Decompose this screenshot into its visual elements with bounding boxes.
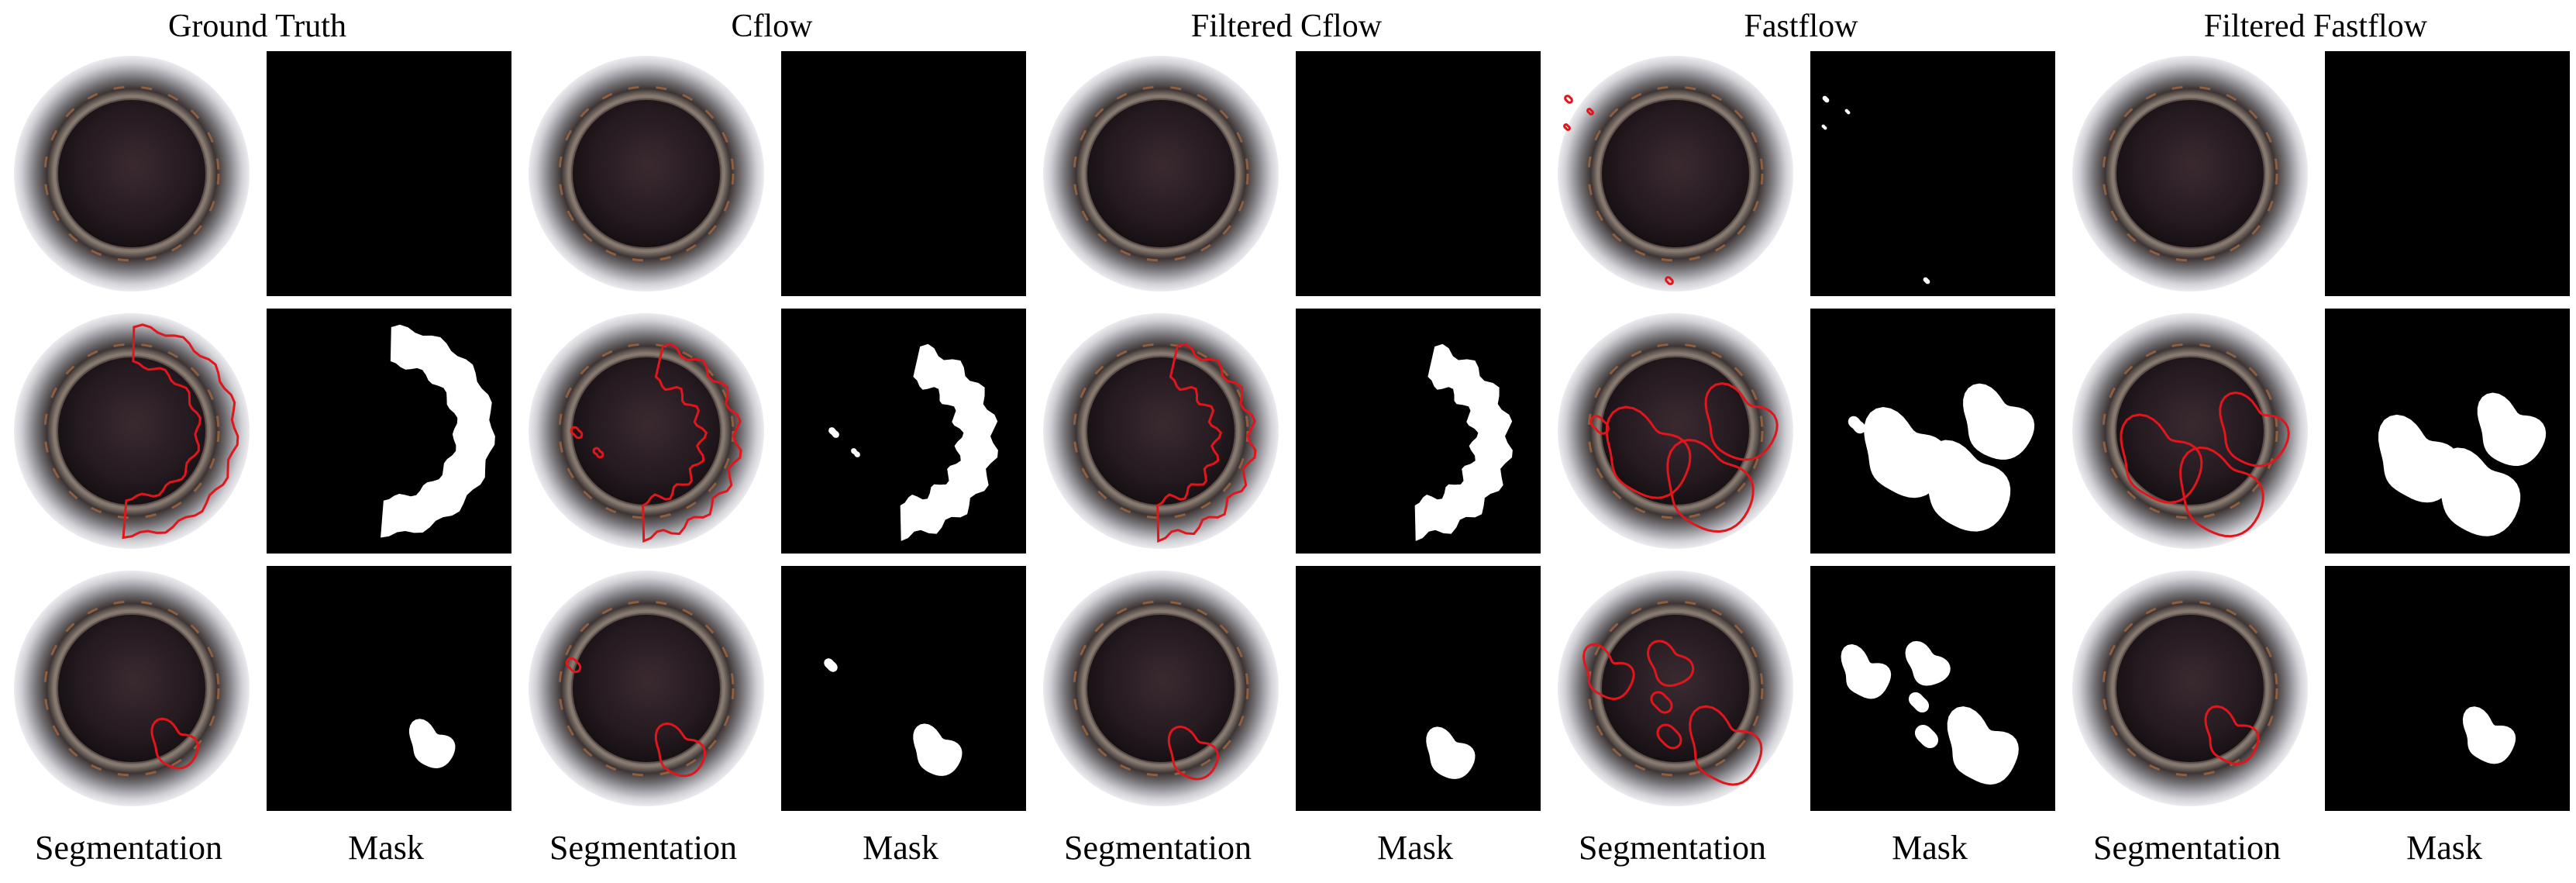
defect-contour xyxy=(1704,382,1779,461)
label-mask-1: Mask xyxy=(348,829,424,867)
mask-region xyxy=(1414,343,1513,541)
title-cflow: Cflow xyxy=(731,9,813,44)
defect-contour xyxy=(1563,123,1571,131)
defect-contour xyxy=(1586,108,1594,116)
segmentation-image-filtered-fastflow-row-2 xyxy=(2068,309,2313,554)
mask-image-filtered-cflow-row-2 xyxy=(1296,309,1541,554)
mask-region xyxy=(1924,440,2011,532)
defect-contour xyxy=(1564,95,1573,104)
defect-contour xyxy=(592,447,604,459)
defect-contour xyxy=(1582,643,1635,701)
segmentation-image-ground-truth-row-3 xyxy=(9,566,254,811)
mask-region xyxy=(828,427,839,438)
segmentation-image-filtered-fastflow-row-3 xyxy=(2068,566,2313,811)
mask-image-filtered-fastflow-row-2 xyxy=(2325,309,2570,554)
mask-image-cflow-row-3 xyxy=(781,566,1026,811)
mask-region xyxy=(1848,416,1866,434)
mask-image-cflow-row-1 xyxy=(781,51,1026,296)
defect-contour xyxy=(2120,413,2203,504)
mask-region xyxy=(913,723,963,776)
defect-contour xyxy=(1605,405,1692,499)
mask-image-ground-truth-row-3 xyxy=(267,566,511,811)
mask-region xyxy=(900,343,998,541)
mask-region xyxy=(1909,692,1929,712)
mask-region xyxy=(1905,640,1951,686)
label-segmentation-5: Segmentation xyxy=(2093,829,2281,867)
mask-image-fastflow-row-2 xyxy=(1810,309,2055,554)
mask-image-fastflow-row-1 xyxy=(1810,51,2055,296)
title-filtered-cflow: Filtered Cflow xyxy=(1190,9,1383,44)
defect-contour xyxy=(1167,725,1220,781)
defect-contour xyxy=(642,343,742,543)
label-mask-5: Mask xyxy=(2406,829,2482,867)
mask-image-filtered-cflow-row-3 xyxy=(1296,566,1541,811)
mask-region xyxy=(2437,447,2521,536)
defect-contour xyxy=(122,323,239,540)
segmentation-image-filtered-cflow-row-2 xyxy=(1038,309,1283,554)
defect-contour xyxy=(1589,415,1610,435)
defect-contour xyxy=(2219,391,2290,467)
defect-contour xyxy=(1666,438,1755,533)
mask-image-filtered-cflow-row-1 xyxy=(1296,51,1541,296)
mask-image-filtered-fastflow-row-3 xyxy=(2325,566,2570,811)
segmentation-image-filtered-cflow-row-3 xyxy=(1038,566,1283,811)
mask-region xyxy=(824,658,838,672)
title-filtered-fastflow: Filtered Fastflow xyxy=(2203,9,2428,44)
segmentation-image-fastflow-row-3 xyxy=(1553,566,1798,811)
mask-region xyxy=(1844,109,1851,115)
segmentation-image-cflow-row-1 xyxy=(524,51,769,296)
label-segmentation-2: Segmentation xyxy=(549,829,737,867)
defect-contour xyxy=(2178,446,2264,538)
mask-image-fastflow-row-3 xyxy=(1810,566,2055,811)
mask-region xyxy=(1841,644,1892,699)
defect-contour xyxy=(1650,691,1673,714)
label-mask-3: Mask xyxy=(1377,829,1453,867)
segmentation-image-cflow-row-2 xyxy=(524,309,769,554)
defect-contour xyxy=(1656,723,1682,750)
segmentation-image-ground-truth-row-1 xyxy=(9,51,254,296)
defect-contour xyxy=(1156,343,1257,543)
mask-region xyxy=(851,448,860,457)
mask-region xyxy=(2477,392,2547,466)
title-ground-truth: Ground Truth xyxy=(168,9,346,44)
defect-contour xyxy=(570,426,584,440)
label-mask-2: Mask xyxy=(863,829,938,867)
mask-image-ground-truth-row-1 xyxy=(267,51,511,296)
mask-region xyxy=(2462,706,2516,764)
defect-contour xyxy=(2204,705,2260,765)
mask-image-ground-truth-row-2 xyxy=(267,309,511,554)
segmentation-image-filtered-cflow-row-1 xyxy=(1038,51,1283,296)
defect-contour xyxy=(150,717,200,770)
segmentation-image-cflow-row-3 xyxy=(524,566,769,811)
mask-region xyxy=(1915,725,1938,748)
defect-contour xyxy=(565,657,582,674)
mask-region xyxy=(381,324,495,538)
title-fastflow: Fastflow xyxy=(1744,9,1858,44)
mask-region xyxy=(1947,706,2019,785)
segmentation-image-fastflow-row-2 xyxy=(1553,309,1798,554)
defect-contour xyxy=(1646,640,1695,688)
defect-contour xyxy=(1665,276,1674,285)
label-segmentation-3: Segmentation xyxy=(1064,829,1252,867)
defect-contour xyxy=(1689,705,1763,786)
label-segmentation-1: Segmentation xyxy=(35,829,222,867)
mask-region xyxy=(1821,124,1827,130)
segmentation-image-filtered-fastflow-row-1 xyxy=(2068,51,2313,296)
mask-region xyxy=(409,719,456,768)
mask-region xyxy=(1963,383,2035,460)
mask-image-filtered-fastflow-row-1 xyxy=(2325,51,2570,296)
defect-contour xyxy=(654,722,707,778)
mask-region xyxy=(1822,95,1830,103)
mask-region xyxy=(1923,277,1930,285)
label-segmentation-4: Segmentation xyxy=(1579,829,1766,867)
mask-region xyxy=(1426,726,1476,779)
mask-image-cflow-row-2 xyxy=(781,309,1026,554)
label-mask-4: Mask xyxy=(1892,829,1968,867)
segmentation-image-ground-truth-row-2 xyxy=(9,309,254,554)
segmentation-image-fastflow-row-1 xyxy=(1553,51,1798,296)
